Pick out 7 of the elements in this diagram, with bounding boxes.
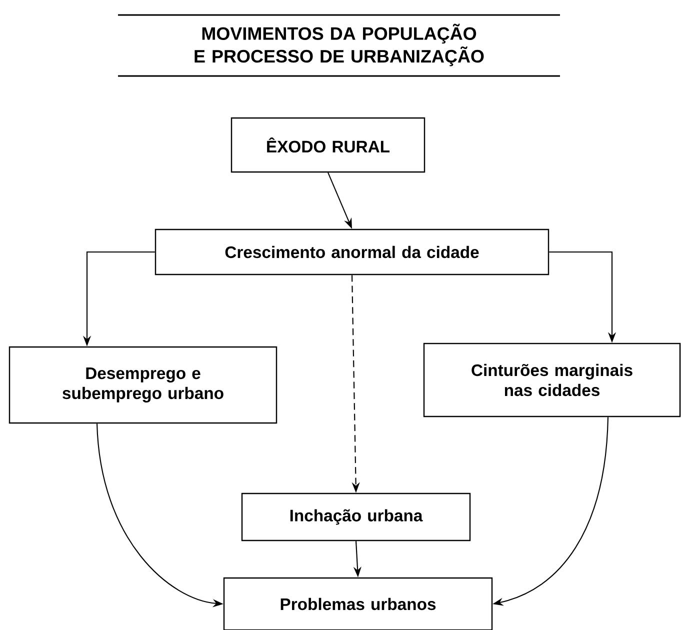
process-box: Desemprego e subemprego urbano — [8, 346, 278, 424]
process-box: Crescimento anormal da cidade — [154, 228, 550, 276]
title: MOVIMENTOS DA POPULAÇÃO E PROCESSO DE URBANIZAÇÃO — [194, 24, 484, 66]
process-box: Inchação urbana — [241, 492, 471, 542]
process-box: Problemas urbanos — [223, 577, 493, 630]
process-box: ÊXODO RURAL — [230, 117, 426, 173]
process-box: Cinturões marginais nas cidades — [423, 342, 681, 418]
